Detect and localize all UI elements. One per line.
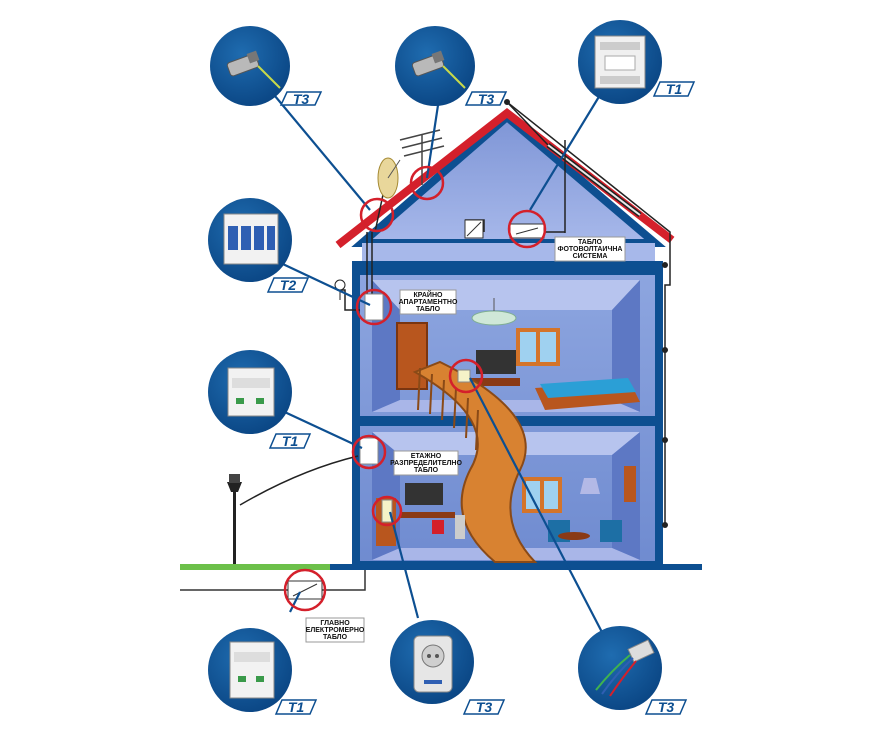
badge-frame [644,699,688,715]
badge-frame [652,81,696,97]
pv-board-label-3: СИСТЕМА [573,253,608,260]
apartment-board-label-3: ТАБЛО [416,306,441,313]
din-module-icon [229,641,275,699]
floor-board-box [359,437,379,465]
bubble-floor-panel: T1 [208,350,312,449]
bubble-antenna-coax: T3 [210,26,323,107]
tv-antenna [399,129,445,185]
apartment-board-box [364,293,384,321]
badge-floor-panel: T1 [282,433,299,449]
badge-frame [464,91,508,106]
monitor [405,483,443,505]
coax-protector-icon [411,50,466,89]
meter-board-label-2: ЕЛЕКТРОМЕРНО [306,627,365,634]
badge-frame [268,433,312,449]
bubble-satellite-coax: T3 [395,26,508,107]
badge-socket-adapter: T3 [476,699,493,715]
door [396,322,428,390]
coax-protector-icon [226,50,281,89]
callout-antenna [409,165,445,201]
floor-board-label-3: ТАБЛО [414,467,439,474]
pv-board-label-2: ФОТОВОЛТАИЧНА [558,246,623,253]
tv [476,350,516,374]
badge-data-protector: T3 [658,699,675,715]
bed [540,378,636,398]
badge-pv-panel: T1 [666,81,683,97]
junction-dots [504,99,668,528]
apartment-board-label-2: АПАРТАМЕНТНО [399,299,458,306]
staircase [412,360,538,563]
badge-frame [266,277,310,293]
meter-board-label-3: ТАБЛО [323,634,348,641]
badge-frame [274,699,318,715]
bubble-socket-adapter: T3 [390,620,506,715]
boards [287,219,545,600]
bubble-data-protector: T3 [578,626,688,715]
badge-frame [462,699,506,715]
leader-lines [269,89,606,639]
floor-board-label-1: ЕТАЖНО [411,453,442,460]
spd-module-icon [223,213,279,265]
wired-protector-icon [595,639,655,697]
callout-satellite [359,197,395,233]
bubble-apartment-panel: T2 [208,198,310,293]
street-lamp [227,474,242,564]
wall-socket [457,369,471,383]
meter-board-label-1: ГЛАВНО [320,620,350,627]
bubble-pv-panel: T1 [578,20,696,104]
bubble-main-meter: T1 [208,628,318,715]
apartment-board-label-1: КРАЙНО [414,290,443,299]
callout-pv [507,209,547,249]
callout-socket [371,495,403,527]
badge-antenna-coax: T3 [293,91,310,107]
socket-box [381,499,393,523]
din-module-icon [227,367,275,417]
callout-meter [283,568,327,612]
badge-frame [279,91,323,106]
wiring [239,101,671,525]
badge-main-meter: T1 [288,699,305,715]
socket-adapter-icon [413,635,453,693]
callout-apartment [355,288,393,326]
satellite-dish [377,157,401,199]
board-labels: ТАБЛО ФОТОВОЛТАИЧНА СИСТЕМА КРАЙНО АПАРТ… [305,236,626,643]
badge-apartment-panel: T2 [280,277,297,293]
badge-satellite-coax: T3 [478,91,495,107]
pv-board-label-1: ТАБЛО [578,239,603,246]
din-module-icon [594,35,646,89]
ceiling-lamp [471,310,517,326]
callout-floor [351,434,387,470]
floor-board-label-2: РАЗПРЕДЕЛИТЕЛНО [390,460,462,467]
interior-upper [396,298,640,410]
callout-circles [283,165,547,612]
callout-wallsocket [448,358,484,394]
